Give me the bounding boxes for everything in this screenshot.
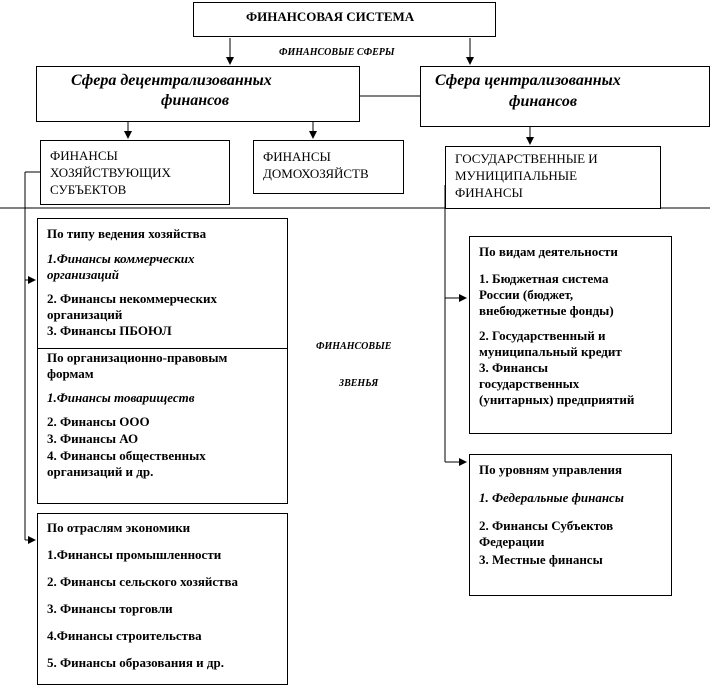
state-line-1: ГОСУДАРСТВЕННЫЕ И	[455, 151, 598, 166]
by-activity-box: По видам деятельности 1. Бюджетная систе…	[469, 236, 672, 434]
level-item-2b: Федерации	[479, 534, 545, 549]
household-line-2: ДОМОХОЗЯЙСТВ	[263, 166, 369, 181]
state-line-2: МУНИЦИПАЛЬНЫЕ	[455, 168, 578, 183]
by-type-item-1b: организаций	[47, 267, 120, 282]
by-level-box: По уровням управления 1. Федеральные фин…	[469, 454, 672, 596]
activity-item-3c: (унитарных) предприятий	[479, 392, 635, 407]
legal-form-item-1: 1.Финансы товариществ	[47, 390, 195, 405]
financial-spheres-label: ФИНАНСОВЫЕ СФЕРЫ	[279, 47, 395, 58]
activity-item-1b: России (бюджет,	[479, 287, 574, 302]
legal-form-item-4b: организаций и др.	[47, 464, 154, 479]
legal-form-item-2: 2. Финансы ООО	[47, 414, 150, 429]
by-type-item-1: 1.Финансы коммерческих	[47, 251, 195, 266]
legal-form-item-3: 3. Финансы АО	[47, 431, 139, 446]
activity-item-1c: внебюджетные фонды)	[479, 303, 614, 318]
state-finance-box: ГОСУДАРСТВЕННЫЕ И МУНИЦИПАЛЬНЫЕ ФИНАНСЫ	[445, 146, 661, 209]
level-item-2: 2. Финансы Субъектов	[479, 518, 614, 533]
business-line-2: ХОЗЯЙСТВУЮЩИХ	[50, 165, 171, 180]
financial-system-box: ФИНАНСОВАЯ СИСТЕМА	[193, 2, 496, 37]
decentralized-sphere-box: Сфера децентрализованных финансов	[36, 66, 360, 122]
activity-item-2: 2. Государственный и	[479, 328, 606, 343]
industry-item-3: 3. Финансы торговли	[47, 601, 173, 616]
level-title: По уровням управления	[479, 462, 623, 477]
activity-item-2b: муниципальный кредит	[479, 344, 622, 359]
by-type-item-3: 3. Финансы ПБОЮЛ	[47, 323, 172, 338]
household-line-1: ФИНАНСЫ	[263, 149, 331, 164]
activity-item-3b: государственных	[479, 376, 580, 391]
industry-title: По отраслям экономики	[47, 520, 191, 535]
industry-item-5: 5. Финансы образования и др.	[47, 655, 224, 670]
box-divider	[38, 348, 287, 349]
by-industry-box: По отраслям экономики 1.Финансы промышле…	[37, 513, 288, 685]
business-finance-box: ФИНАНСЫ ХОЗЯЙСТВУЮЩИХ СУБЪЕКТОВ	[40, 140, 230, 205]
by-type-item-2: 2. Финансы некоммерческих	[47, 291, 218, 306]
level-item-3: 3. Местные финансы	[479, 552, 603, 567]
by-type-title: По типу ведения хозяйства	[47, 226, 207, 241]
legal-form-title-2: формам	[47, 366, 94, 381]
centralized-line-1: Сфера централизованных	[435, 72, 621, 89]
level-item-1: 1. Федеральные финансы	[479, 490, 624, 505]
financial-system-title: ФИНАНСОВАЯ СИСТЕМА	[246, 9, 415, 24]
industry-item-4: 4.Финансы строительства	[47, 628, 202, 643]
centralized-sphere-box: Сфера централизованных финансов	[420, 66, 710, 127]
household-finance-box: ФИНАНСЫ ДОМОХОЗЯЙСТВ	[253, 140, 404, 194]
by-type-box: По типу ведения хозяйства 1.Финансы комм…	[37, 218, 288, 504]
state-line-3: ФИНАНСЫ	[455, 185, 523, 200]
industry-item-2: 2. Финансы сельского хозяйства	[47, 574, 239, 589]
by-type-item-2b: организаций	[47, 307, 123, 322]
industry-item-1: 1.Финансы промышленности	[47, 547, 222, 562]
activity-item-3: 3. Финансы	[479, 360, 549, 375]
financial-links-label-1: ФИНАНСОВЫЕ	[316, 341, 392, 352]
activity-item-1: 1. Бюджетная система	[479, 271, 609, 286]
legal-form-item-4: 4. Финансы общественных	[47, 448, 206, 463]
business-line-1: ФИНАНСЫ	[50, 148, 118, 163]
activity-title: По видам деятельности	[479, 244, 618, 259]
decentralized-line-1: Сфера децентрализованных	[71, 72, 272, 89]
decentralized-line-2: финансов	[161, 92, 229, 109]
legal-form-title-1: По организационно-правовым	[47, 350, 228, 365]
centralized-line-2: финансов	[509, 93, 577, 110]
business-line-3: СУБЪЕКТОВ	[50, 182, 127, 197]
financial-links-label-2: ЗВЕНЬЯ	[339, 378, 379, 389]
